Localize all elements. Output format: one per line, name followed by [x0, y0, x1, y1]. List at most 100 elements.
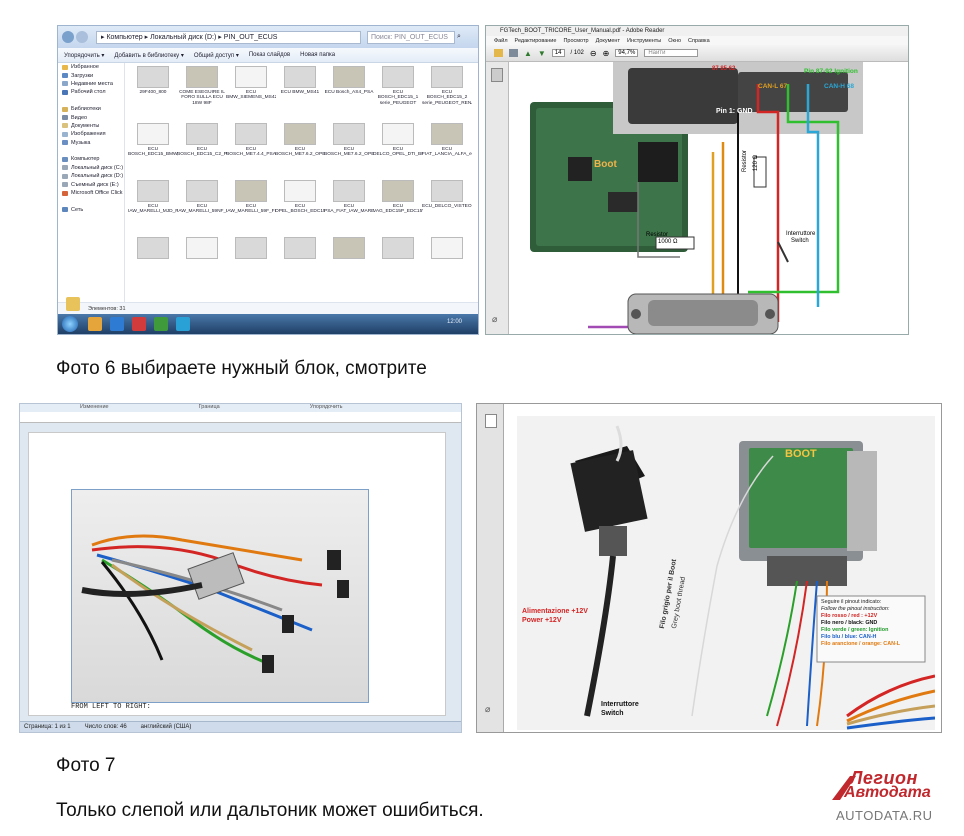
- print-icon[interactable]: [509, 49, 518, 57]
- menu-item[interactable]: Документ: [595, 37, 620, 44]
- file-item[interactable]: 29F400_800: [128, 66, 178, 126]
- taskbar-app-icon[interactable]: [110, 317, 124, 331]
- taskbar-app-icon[interactable]: [154, 317, 168, 331]
- file-thumbnail: [431, 180, 463, 202]
- pages-panel-icon[interactable]: [485, 414, 497, 428]
- file-item[interactable]: COME ESEGUIRE IL FORO SULLA ECU 18W 98F: [177, 66, 227, 126]
- find-input[interactable]: Найти: [644, 49, 699, 57]
- zoom-out-icon[interactable]: ⊖: [589, 48, 597, 58]
- file-item[interactable]: ECU BOSCH_ME7.6.2_OPEL: [275, 123, 325, 183]
- attachment-icon[interactable]: ⌀: [492, 314, 498, 324]
- taskbar-app-icon[interactable]: [132, 317, 146, 331]
- file-item[interactable]: ECU IAW_MARELLI_59F_FIAT: [226, 180, 276, 240]
- prev-page-icon[interactable]: ▲: [524, 48, 532, 58]
- file-item[interactable]: ECU OPEL_BOSCH_EDC15P: [275, 180, 325, 240]
- file-item[interactable]: [373, 237, 423, 297]
- nav-item[interactable]: Музыка: [58, 139, 124, 147]
- breadcrumb[interactable]: ▸ Компьютер ▸ Локальный диск (D:) ▸ PIN_…: [96, 30, 361, 44]
- nav-item[interactable]: Документы: [58, 122, 124, 130]
- label-can-l: CAN-L 67: [758, 83, 788, 90]
- nav-item: [58, 97, 124, 105]
- file-item[interactable]: ECU BMW_MS41: [275, 66, 325, 126]
- toolbar-button[interactable]: Новая папка: [300, 52, 336, 58]
- nav-item[interactable]: Рабочий стол: [58, 88, 124, 96]
- file-thumbnail: [137, 123, 169, 145]
- nav-item[interactable]: Локальный диск (C:): [58, 164, 124, 172]
- file-item[interactable]: ECU BOSCH_EDC15_1 serie_PEUGEOT: [373, 66, 423, 126]
- menu-item[interactable]: Окно: [668, 37, 682, 44]
- back-icon[interactable]: [62, 31, 74, 43]
- page-number-field[interactable]: 14: [551, 49, 565, 57]
- adobe-reader-window: FGTech_BOOT_TRICORE_User_Manual.pdf - Ad…: [485, 25, 909, 335]
- toolbar-button[interactable]: Показ слайдов: [248, 52, 291, 58]
- menu-item[interactable]: Файл: [494, 37, 508, 44]
- start-button-icon[interactable]: [62, 316, 78, 332]
- nav-item[interactable]: Видео: [58, 113, 124, 121]
- file-item[interactable]: ECU Bosch_AS4_PSA: [324, 66, 374, 126]
- file-item[interactable]: ECU IAW_MARELLI_59NF_FIAT: [177, 180, 227, 240]
- status-item: английский (США): [140, 724, 192, 730]
- menu-item[interactable]: Просмотр: [563, 37, 589, 44]
- nav-item[interactable]: Недавние места: [58, 80, 124, 88]
- file-item[interactable]: [324, 237, 374, 297]
- taskbar-app-icon[interactable]: [176, 317, 190, 331]
- file-item[interactable]: ECU PSA_FIAT_IAW_MARELLI_4RP: [324, 180, 374, 240]
- nav-item[interactable]: Избранное: [58, 63, 124, 71]
- file-name: ECU BOSCH_EDC15_C2_PEUGEOT: [177, 147, 227, 158]
- nav-item[interactable]: Локальный диск (D:): [58, 172, 124, 180]
- nav-item[interactable]: Загрузки: [58, 71, 124, 79]
- file-item[interactable]: ECU BOSCH_EDC15_C2_PEUGEOT: [177, 123, 227, 183]
- file-item[interactable]: ECU FIAT_LANCIA_ALFA_edc15c2: [422, 123, 472, 183]
- search-input[interactable]: Поиск: PIN_OUT_ECUS: [367, 30, 455, 44]
- toolbar-button[interactable]: Добавить в библиотеку ▾: [114, 52, 184, 59]
- file-item[interactable]: ECU BOSCH_ME7.6.2_OPEL: [324, 123, 374, 183]
- file-item[interactable]: ECU BOSCH_EDC15_BMW_320D_E46_3300_LAND_R…: [128, 123, 178, 183]
- nav-item[interactable]: Библиотеки: [58, 105, 124, 113]
- file-thumbnail: [382, 180, 414, 202]
- nav-item[interactable]: Сеть: [58, 206, 124, 214]
- forward-icon[interactable]: [76, 31, 88, 43]
- taskbar-app-icon[interactable]: [88, 317, 102, 331]
- toolbar-button[interactable]: Общий доступ ▾: [193, 52, 239, 59]
- nav-item-label: Сеть: [71, 206, 84, 213]
- nav-item-label: Съемный диск (E:): [71, 181, 119, 188]
- toolbar-button[interactable]: Упорядочить ▾: [64, 52, 105, 59]
- pages-panel-icon[interactable]: [491, 68, 503, 82]
- nav-item-label: Недавние места: [71, 80, 113, 87]
- file-item[interactable]: ECU VAG_EDC15P_EDC15V: [373, 180, 423, 240]
- search-icon[interactable]: ⌕: [457, 33, 461, 40]
- folder-icon: [62, 106, 68, 112]
- next-page-icon[interactable]: ▼: [537, 48, 546, 58]
- file-item[interactable]: [128, 237, 178, 297]
- attachment-icon[interactable]: ⌀: [485, 704, 491, 714]
- menu-item[interactable]: Инструменты: [626, 37, 662, 44]
- file-item[interactable]: ECU DELCO_OPEL_DTI_BRIDA: [373, 123, 423, 183]
- nav-item[interactable]: Съемный диск (E:): [58, 180, 124, 188]
- menu-item[interactable]: Редактирование: [514, 37, 557, 44]
- file-item[interactable]: ECU_DELCO_VISTEON: [422, 180, 472, 240]
- file-item[interactable]: ECU IAW_MARELLI_MJD_FIAT_OPEL_SUZUKI: [128, 180, 178, 240]
- file-thumbnail: [333, 66, 365, 88]
- ribbon-group-label: Изменение: [80, 404, 109, 410]
- file-item[interactable]: ECU BMW_SIEMENS_MS42_MS43_MS45: [226, 66, 276, 126]
- file-item[interactable]: ECU BOSCH_EDC15_2 serie_PEUGEOT_RENAULT_…: [422, 66, 472, 126]
- file-name: ECU IAW_MARELLI_MJD_FIAT_OPEL_SUZUKI: [128, 204, 178, 215]
- folder-icon: [62, 173, 68, 179]
- zoom-field[interactable]: 94,7%: [615, 49, 639, 57]
- file-item[interactable]: [275, 237, 325, 297]
- menu-item[interactable]: Справка: [688, 37, 710, 44]
- zoom-in-icon[interactable]: ⊕: [602, 48, 610, 58]
- item-count: Элементов: 31: [88, 305, 126, 312]
- open-icon[interactable]: [494, 49, 503, 57]
- folder-icon: [62, 89, 68, 95]
- file-item[interactable]: [422, 237, 472, 297]
- brand-line-1: Легион: [850, 768, 918, 788]
- label-pin-ignition: Pin 87-92 Ignition: [804, 68, 858, 75]
- file-item[interactable]: [177, 237, 227, 297]
- nav-item[interactable]: Компьютер: [58, 155, 124, 163]
- nav-item[interactable]: Изображения: [58, 130, 124, 138]
- nav-item[interactable]: Microsoft Office Click: [58, 189, 124, 197]
- file-item[interactable]: [226, 237, 276, 297]
- setup-photo: [517, 416, 935, 730]
- file-item[interactable]: ECU BOSCH_ME7.4.4_PSA: [226, 123, 276, 183]
